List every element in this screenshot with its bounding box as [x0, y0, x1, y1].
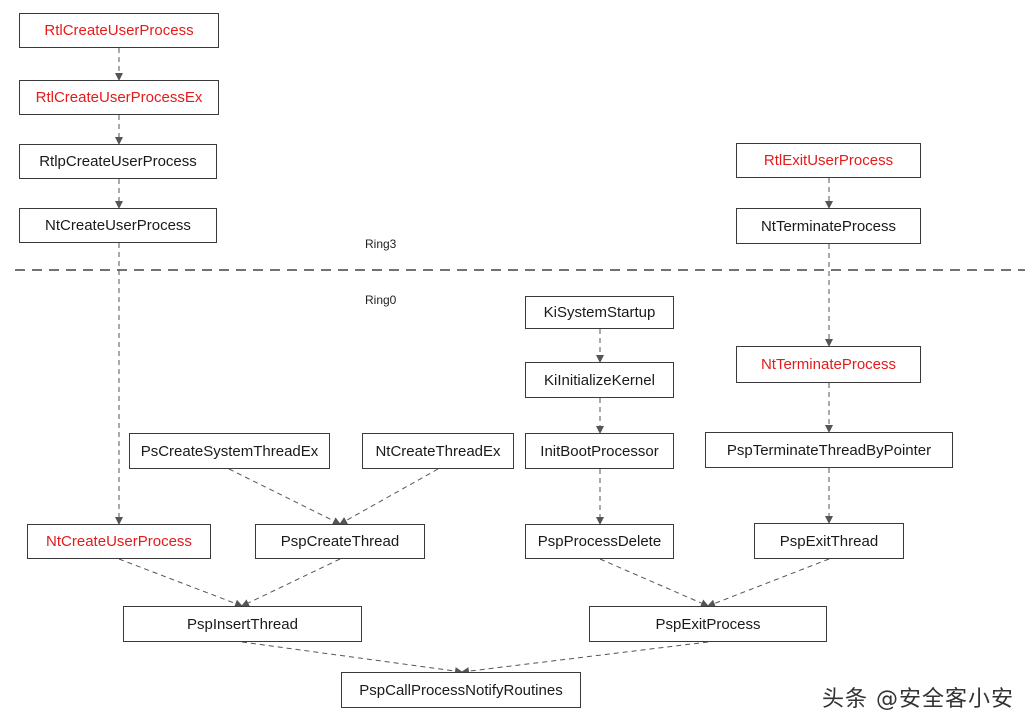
node-psp-exit-process: PspExitProcess [589, 606, 827, 642]
node-rtl-create-user-process: RtlCreateUserProcess [19, 13, 219, 48]
node-rtl-create-user-process-ex: RtlCreateUserProcessEx [19, 80, 219, 115]
node-psp-create-thread: PspCreateThread [255, 524, 425, 559]
ring0-label: Ring0 [365, 293, 397, 307]
edge-pscreatesystemthread-to-pspcreatethread [228, 468, 341, 525]
edge-ntcreate-r0-to-pspinsertthread [118, 558, 243, 608]
node-nt-terminate-process-ring0: NtTerminateProcess [736, 346, 921, 383]
edge-pspprocessdelete-to-pspexitprocess [599, 558, 709, 607]
node-nt-create-thread-ex: NtCreateThreadEx [362, 433, 514, 469]
edge-pspexitprocess-to-notify [461, 641, 709, 676]
node-nt-create-user-process-ring3: NtCreateUserProcess [19, 208, 217, 243]
node-nt-create-user-process-ring0: NtCreateUserProcess [27, 524, 211, 559]
node-psp-terminate-thread-by-pointer: PspTerminateThreadByPointer [705, 432, 953, 468]
node-rtl-exit-user-process: RtlExitUserProcess [736, 143, 921, 178]
node-ps-create-system-thread-ex: PsCreateSystemThreadEx [129, 433, 330, 469]
node-nt-terminate-process-ring3: NtTerminateProcess [736, 208, 921, 244]
node-psp-call-process-notify-routines: PspCallProcessNotifyRoutines [341, 672, 581, 708]
watermark-logo-text: 头条 @安全客小安 [822, 687, 1014, 712]
node-ki-system-startup: KiSystemStartup [525, 296, 674, 329]
edge-ntcreatethreadex-to-pspcreatethread [339, 468, 439, 525]
edge-pspinsertthread-to-notify [241, 641, 463, 676]
node-init-boot-processor: InitBootProcessor [525, 433, 674, 469]
node-psp-insert-thread: PspInsertThread [123, 606, 362, 642]
ring3-label: Ring3 [365, 237, 397, 251]
edge-pspexitthread-to-pspexitprocess [707, 558, 830, 608]
node-psp-exit-thread: PspExitThread [754, 523, 904, 559]
edge-pspcreatethread-to-pspinsertthread [241, 558, 341, 607]
node-ki-initialize-kernel: KiInitializeKernel [525, 362, 674, 398]
node-rtlp-create-user-process: RtlpCreateUserProcess [19, 144, 217, 179]
node-psp-process-delete: PspProcessDelete [525, 524, 674, 559]
